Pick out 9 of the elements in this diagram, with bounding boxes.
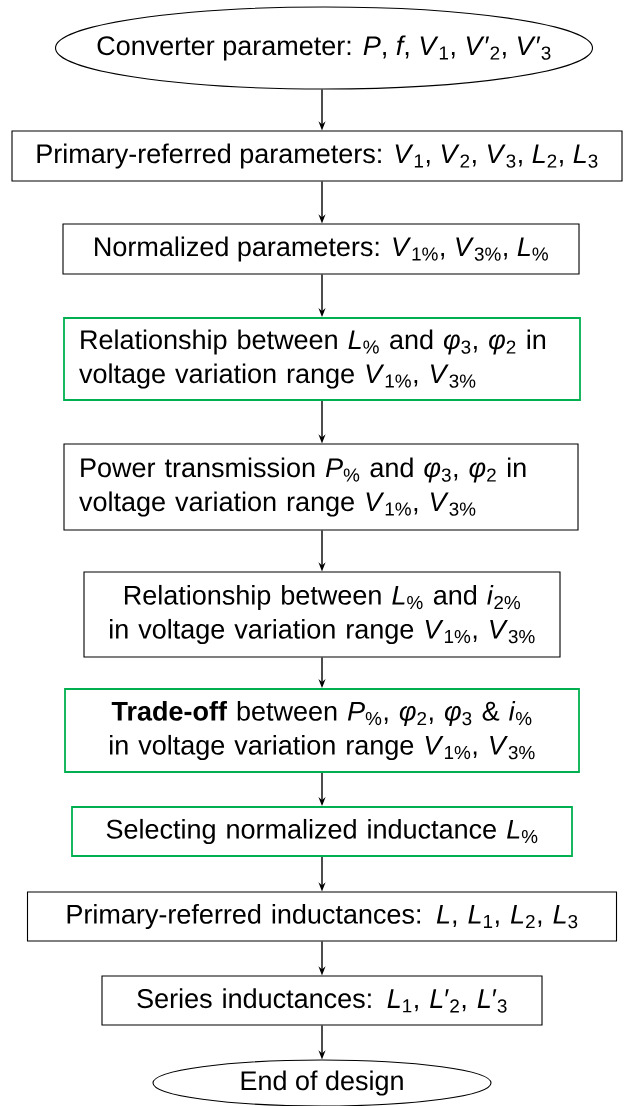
process-box: Trade-off between P$_{%}$, φ$_{2}$, φ$_{3}$ & i$_{%}$ in voltage variation range V$_{1%}$, V$_{3%}$ [64,688,580,773]
process-box: Relationship between L$_{%}$ and φ$_{3}$, φ$_{2}$ in voltage variation range V$_{1%}$, V$_{3%}$ [63,317,581,401]
process-box: Selecting normalized inductance L$_{%}$ [71,806,573,857]
process-box: Relationship between L$_{%}$ and i$_{2%}$ in voltage variation range V$_{1%}$, V$_{3%}$ [83,571,561,658]
process-box: Power transmission P$_{%}$ and φ$_{3}$, φ$_{2}$ in voltage variation range V$_{1%}$, V$_{3%}$ [63,443,579,531]
process-box: Primary-referred parameters: V$_{1}$, V$_{2}$, V$_{3}$, L$_{2}$, L$_{3}$ [11,130,623,182]
process-box: Series inductances: L$_{1}$, L′$_{2}$, L′$_{3}$ [101,975,543,1026]
process-box: Primary-referred inductances: L, L$_{1}$, L$_{2}$, L$_{3}$ [26,891,618,942]
process-box: Normalized parameters: V$_{1%}$, V$_{3%}$, L$_{%}$ [62,223,580,275]
